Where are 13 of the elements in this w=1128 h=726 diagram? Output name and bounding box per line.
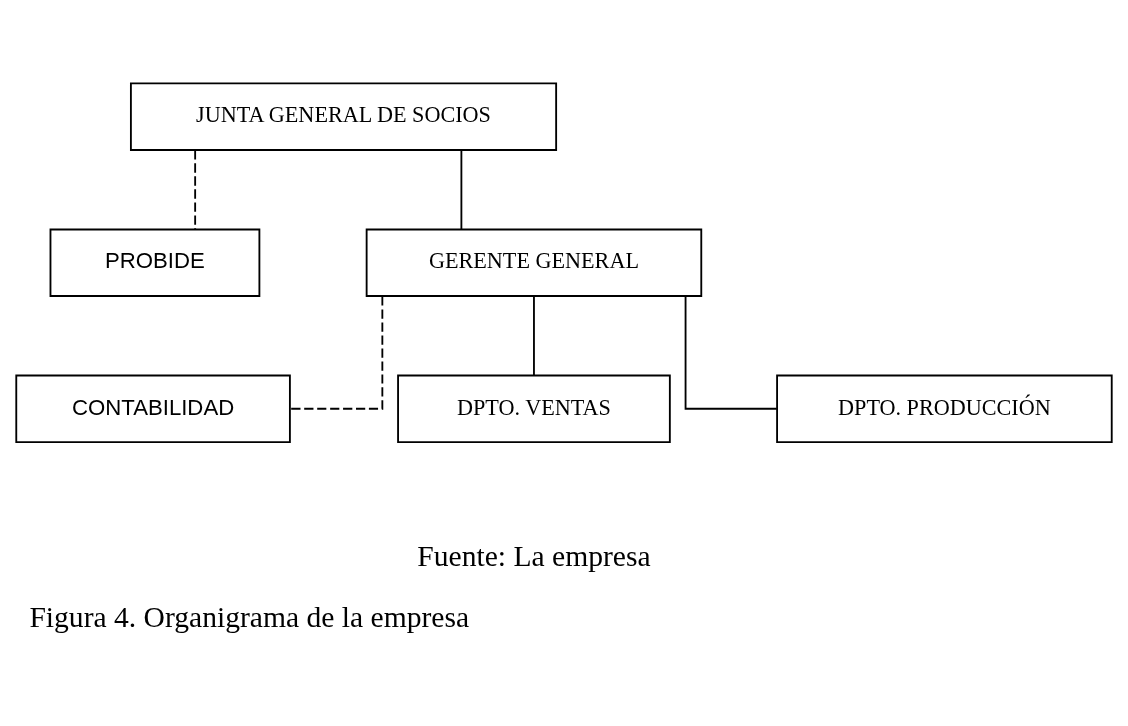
node-box: DPTO. PRODUCCIÓN [776, 374, 1113, 443]
label: Fuente: La empresa [417, 539, 651, 572]
connector [194, 149, 197, 230]
connector [460, 149, 463, 230]
connector [533, 295, 535, 376]
connector [684, 295, 778, 410]
node-box: DPTO. VENTAS [397, 374, 671, 443]
node-box: JUNTA GENERAL DE SOCIOS [129, 81, 558, 151]
node-box: CONTABILIDAD [15, 374, 291, 443]
caption: Figura 4. Organigrama de la empresa [29, 600, 470, 633]
node-box: PROBIDE [49, 228, 261, 297]
connector [289, 295, 384, 410]
node-box: GERENTE GENERAL [365, 228, 703, 297]
